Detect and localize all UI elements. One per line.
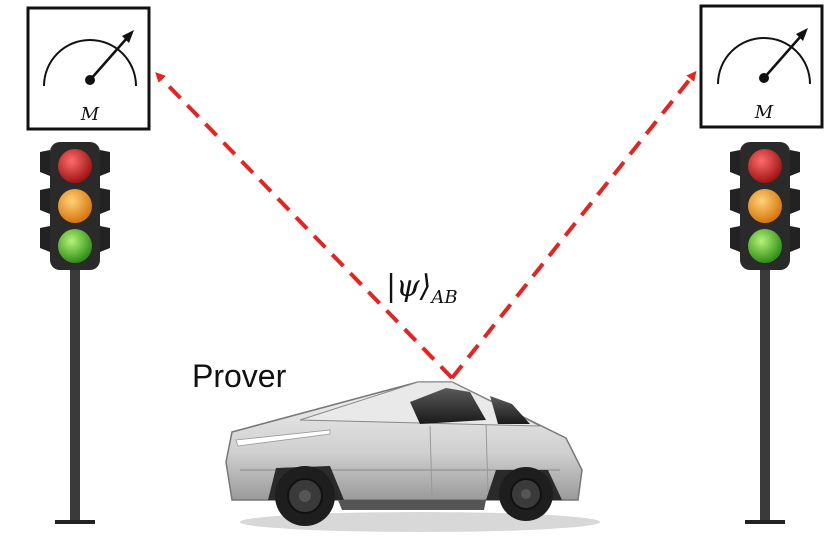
arrow-to-left-meter [155,72,454,380]
car-rear-window [490,396,530,424]
right-traffic-base [745,520,785,524]
right-meter: M [699,4,824,129]
right-traffic-pole [760,268,770,522]
left-traffic-base [55,520,95,524]
right-red-light [748,149,782,183]
left-meter-needle [89,37,128,81]
state-subscript: AB [429,287,457,308]
left-green-light [58,229,92,263]
right-green-light [748,229,782,263]
car-front-window [410,388,486,424]
left-meter-dial [43,39,137,87]
right-meter-pivot [759,73,769,83]
prover-car [225,381,600,532]
right-meter-needle [763,35,802,79]
left-traffic-pole [70,268,80,522]
right-yellow-light [748,189,782,223]
left-meter-needle-tip [122,30,134,43]
right-meter-dial [717,37,811,85]
left-red-light [58,149,92,183]
right-meter-label: M [754,102,774,123]
left-yellow-light [58,189,92,223]
right-meter-needle-tip [796,28,808,41]
psi-ket: |ψ⟩ [386,269,431,304]
right-traffic-light [730,142,800,524]
left-meter-pivot [85,75,95,85]
right-meter-box [699,4,824,129]
arrow-to-right-meter [450,70,697,380]
prover-label: Prover [192,358,287,394]
left-traffic-light [40,142,110,524]
left-meter-label: M [80,104,100,125]
left-meter: M [26,6,151,131]
quantum-state-label: |ψ⟩AB [386,269,458,308]
